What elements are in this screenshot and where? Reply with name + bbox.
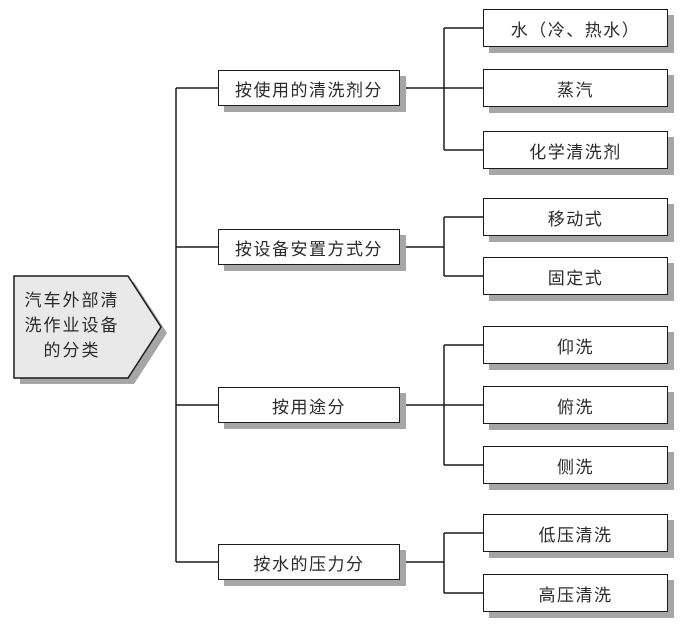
leaf-box-water: 水（冷、热水）	[483, 9, 668, 47]
leaf-box-low-pressure: 低压清洗	[483, 514, 668, 552]
leaf-box-high-pressure: 高压清洗	[483, 574, 668, 612]
root-node-label: 汽车外部清 洗作业设备 的分类	[10, 288, 134, 363]
leaf-box-chemical: 化学清洗剂	[483, 131, 668, 169]
category-box-usage: 按用途分	[218, 387, 400, 423]
root-label-line3: 的分类	[43, 341, 101, 360]
leaf-box-mobile: 移动式	[483, 198, 668, 236]
leaf-box-fixed: 固定式	[483, 257, 668, 295]
leaf-box-upward-wash: 仰洗	[483, 326, 668, 364]
root-label-line2: 洗作业设备	[24, 316, 120, 335]
root-arrow-shape	[13, 275, 162, 379]
root-label-line1: 汽车外部清	[24, 291, 120, 310]
category-box-cleaning-agent: 按使用的清洗剂分	[218, 70, 400, 106]
leaf-box-steam: 蒸汽	[483, 69, 668, 107]
category-box-placement: 按设备安置方式分	[218, 229, 400, 265]
leaf-box-downward-wash: 俯洗	[483, 386, 668, 424]
category-box-water-pressure: 按水的压力分	[218, 544, 400, 580]
leaf-box-side-wash: 侧洗	[483, 446, 668, 484]
